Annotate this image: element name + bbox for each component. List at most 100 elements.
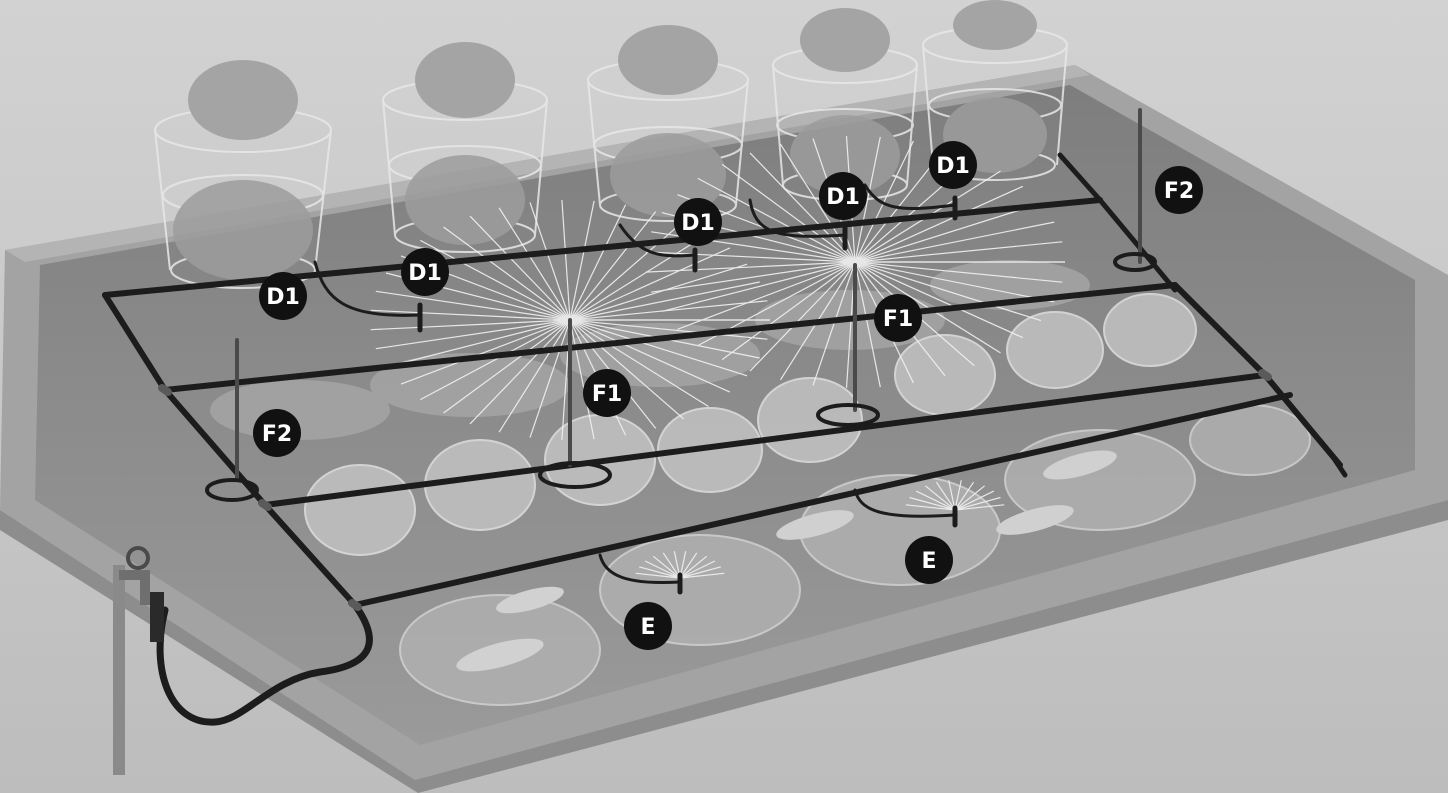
- coil-f1-right: [816, 403, 880, 427]
- spray-line: [645, 261, 856, 273]
- spray-line: [375, 290, 571, 321]
- spray-line: [498, 319, 571, 433]
- spray-line: [469, 319, 571, 425]
- tomato-foliage: [173, 0, 1047, 280]
- spray-line: [652, 555, 681, 579]
- drip-branch-3: [748, 198, 847, 238]
- spray-line: [370, 309, 571, 321]
- tubing-row-1-right: [1057, 152, 1178, 293]
- spray-line: [679, 552, 698, 579]
- svg-text:D1: D1: [936, 154, 970, 179]
- spray-line: [569, 211, 657, 321]
- spray-line: [569, 319, 709, 408]
- spray-line: [569, 319, 748, 377]
- hose-connector: [150, 592, 164, 642]
- spray-line: [469, 215, 571, 321]
- tubing-row-2: [162, 282, 1178, 393]
- spray-line: [661, 261, 856, 312]
- tubing-row-4: [352, 392, 1293, 608]
- spray-line: [721, 261, 856, 361]
- spray-line: [569, 200, 595, 321]
- coil-f1-left: [538, 461, 612, 489]
- spray-line: [644, 560, 681, 579]
- spray-line: [854, 221, 1055, 263]
- tubing-row-3: [262, 372, 1268, 508]
- e-branch-left: [598, 553, 682, 585]
- callout-d1-left: D1: [259, 272, 307, 320]
- spray-line: [569, 220, 684, 321]
- spray-line: [679, 555, 708, 579]
- tubing-main-left: [102, 292, 358, 608]
- cucumbers: [456, 450, 1117, 672]
- callout-f1-left: F1: [583, 369, 631, 417]
- drip-branch-1: [313, 260, 422, 317]
- spray-line: [443, 319, 571, 414]
- spray-fan-e-right: [905, 480, 1005, 511]
- spray-line: [569, 319, 684, 420]
- end-cap: [1332, 457, 1348, 478]
- svg-text:F2: F2: [1164, 179, 1194, 204]
- spray-line: [679, 560, 716, 579]
- spray-line: [954, 485, 985, 511]
- spray-line: [569, 204, 627, 321]
- spray-line: [400, 319, 571, 385]
- coil-f2-left: [205, 478, 259, 502]
- supply-hose: [156, 601, 373, 726]
- spray-line: [854, 261, 1024, 339]
- spray-fan-left: [370, 200, 770, 440]
- spray-line: [569, 319, 731, 393]
- spray-line: [569, 247, 731, 321]
- spray-line: [905, 504, 956, 511]
- drip-branch-4: [863, 183, 957, 210]
- svg-text:E: E: [921, 549, 936, 574]
- spray-line: [854, 261, 1042, 322]
- spray-line: [721, 163, 856, 263]
- spray-line: [569, 263, 748, 321]
- spray-line: [370, 319, 571, 331]
- spray-line: [635, 572, 681, 579]
- spray-fans: [370, 136, 1065, 579]
- spray-line: [498, 207, 571, 321]
- spray-line: [697, 177, 856, 263]
- spray-line: [443, 226, 571, 321]
- spray-line: [651, 261, 856, 293]
- spray-line: [954, 480, 962, 511]
- spray-line: [854, 261, 1055, 303]
- spray-line: [679, 572, 725, 579]
- callout-e-right: E: [905, 536, 953, 584]
- faucet-pipe: [113, 565, 125, 775]
- spray-line: [679, 566, 722, 579]
- svg-text:F1: F1: [592, 382, 622, 407]
- spray-line: [854, 185, 1024, 263]
- callout-f1-right: F1: [874, 294, 922, 342]
- drip-branch-2: [618, 223, 697, 258]
- svg-text:F2: F2: [262, 422, 292, 447]
- callout-d1-second: D1: [401, 248, 449, 296]
- spray-line: [854, 136, 881, 263]
- svg-text:E: E: [640, 615, 655, 640]
- plants: [154, 0, 1311, 706]
- svg-text:D1: D1: [266, 285, 300, 310]
- drip-tubing: [102, 108, 1348, 726]
- callout-d1-fifth: D1: [929, 141, 977, 189]
- svg-text:D1: D1: [408, 261, 442, 286]
- spray-line: [529, 202, 571, 321]
- spray-line: [420, 239, 571, 321]
- faucet-handle-icon: [126, 546, 150, 570]
- spray-line: [915, 490, 956, 511]
- svg-text:D1: D1: [826, 185, 860, 210]
- svg-text:F1: F1: [883, 307, 913, 332]
- spray-line: [854, 140, 914, 263]
- spray-line: [569, 319, 595, 440]
- spray-line: [677, 261, 856, 330]
- spray-line: [925, 485, 956, 511]
- svg-text:D1: D1: [681, 211, 715, 236]
- spray-line: [954, 481, 975, 511]
- spray-line: [854, 261, 881, 388]
- spray-line: [854, 202, 1042, 263]
- spray-line: [935, 481, 956, 511]
- spray-line: [569, 232, 709, 321]
- spray-line: [854, 241, 1063, 263]
- callouts: D1 D1 D1 D1 D1 F1 F1 F2: [253, 141, 1203, 650]
